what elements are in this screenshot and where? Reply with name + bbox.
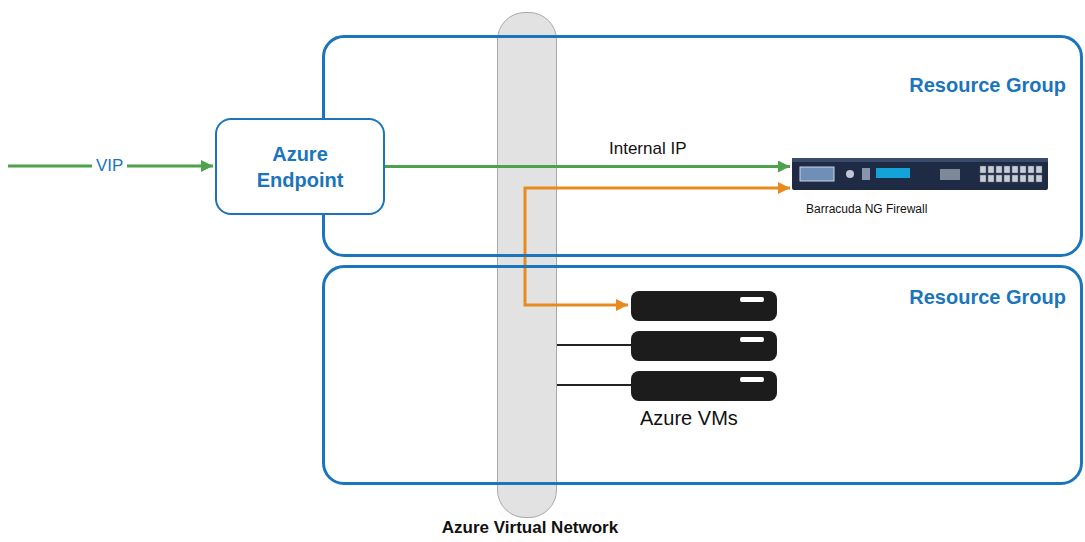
network-caption: Azure Virtual Network [425,518,635,538]
endpoint-box: Azure Endpoint [215,118,385,215]
vm-stack: Azure VMs [628,285,788,435]
network-wire [557,384,632,386]
firewall-illustration [792,158,1050,192]
internal-traffic-arrow [525,188,790,305]
resource-group: Barracuda NG Firewall Resource Group [322,35,1083,257]
traffic-arrow [385,165,790,168]
vm-server-icon [630,290,780,322]
group-heading: Resource Group [909,74,1066,97]
firewall-appliance: Barracuda NG Firewall [790,150,1052,228]
edge-label: Internal IP [606,139,690,159]
line-label: VIP [92,155,127,177]
edge-layer [385,167,790,306]
vm-server-icon [630,370,780,402]
node-label: Azure Endpoint [227,141,373,193]
node-label: Azure VMs [640,407,738,430]
network-wire [557,344,632,346]
virtual-network-band: Azure Virtual Network [425,12,635,540]
vm-server-icon [630,330,780,362]
group-heading: Resource Group [909,286,1066,309]
resource-group: Azure VMs Resource Group [322,265,1083,485]
node-label: Barracuda NG Firewall [806,202,927,216]
